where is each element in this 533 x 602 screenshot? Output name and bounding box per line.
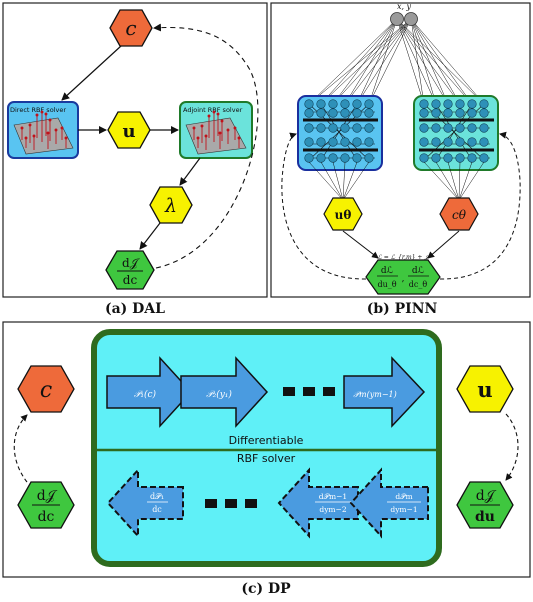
b-loss-label: ℒ = ℒ_{r,m} + 𝒥 bbox=[378, 254, 432, 261]
b-grad-u-den: du_θ bbox=[377, 280, 396, 289]
a-u-node: u bbox=[107, 111, 151, 149]
c-u-node: u bbox=[456, 365, 514, 413]
c-backward-op-m-num: d𝒫m bbox=[395, 492, 412, 501]
b-u-network bbox=[297, 95, 383, 171]
c-grad-c-den: dc bbox=[38, 509, 55, 525]
b-u-theta-label: uθ bbox=[335, 208, 352, 222]
a-adjoint-solver-box: Adjoint RBF solver bbox=[179, 101, 253, 159]
a-direct-spikes bbox=[20, 110, 68, 150]
a-direct-solver-box: Direct RBF solver bbox=[7, 101, 79, 159]
a-direct-domain-surface bbox=[13, 117, 74, 155]
panel-c-dp: c d𝒥 dc u d𝒥 du Differentiable RBF solve… bbox=[2, 321, 531, 597]
c-c-node: c bbox=[17, 365, 75, 413]
c-dashed-u-to-grad bbox=[505, 413, 519, 481]
b-grad-c-den: dc_θ bbox=[409, 280, 428, 289]
c-differentiable-label: Differentiable bbox=[229, 434, 304, 447]
a-arrow-c-to-direct bbox=[61, 45, 122, 101]
a-dashed-update-arrow bbox=[153, 23, 259, 269]
c-grad-u-num: d𝒥 bbox=[476, 488, 497, 504]
b-arrow-c-to-grad bbox=[427, 230, 460, 259]
c-forward-ellipsis bbox=[283, 387, 335, 396]
b-c-theta-label: cθ bbox=[452, 208, 467, 222]
a-adjoint-spikes bbox=[192, 110, 241, 150]
a-direct-solver-label: Direct RBF solver bbox=[10, 106, 66, 114]
b-dashed-update-u bbox=[281, 132, 367, 280]
a-grad-numerator: d𝒥 bbox=[122, 256, 141, 270]
a-adjoint-solver-label: Adjoint RBF solver bbox=[183, 106, 243, 114]
c-backward-op-m-1-num: d𝒫m−1 bbox=[319, 492, 347, 501]
b-input-connections bbox=[308, 18, 485, 105]
c-backward-op-m: d𝒫m dym−1 bbox=[349, 467, 429, 539]
c-forward-op-1-label: 𝒫₁(c) bbox=[134, 389, 157, 400]
c-forward-op-1: 𝒫₁(c) bbox=[106, 356, 193, 428]
c-backward-op-1-den: dc bbox=[152, 505, 162, 514]
c-backward-op-m-1: d𝒫m−1 dym−2 bbox=[277, 467, 359, 539]
b-c-network bbox=[413, 95, 499, 171]
c-forward-op-2: 𝒫₂(y₁) bbox=[180, 356, 269, 428]
c-forward-op-2-label: 𝒫₂(y₁) bbox=[206, 389, 232, 400]
b-grad-sep: , bbox=[402, 274, 405, 284]
c-backward-op-1: d𝒫₁ dc bbox=[106, 467, 184, 539]
c-solver-container bbox=[91, 329, 442, 567]
a-caption: (a) DAL bbox=[105, 301, 165, 317]
panel-a-dal: c Direct RBF solver bbox=[2, 2, 268, 317]
b-u-theta-node: uθ bbox=[323, 197, 363, 231]
a-arrow-lambda-to-grad bbox=[139, 222, 161, 250]
a-grad-denominator: dc bbox=[123, 273, 138, 287]
b-arrow-u-to-grad bbox=[342, 230, 379, 259]
c-grad-u-den: du bbox=[475, 509, 495, 525]
c-forward-op-m-label: 𝒫m(ym−1) bbox=[353, 390, 397, 399]
c-grad-c-num: d𝒥 bbox=[37, 488, 58, 504]
b-input-x-node bbox=[390, 12, 404, 26]
a-c-label: c bbox=[125, 16, 136, 40]
b-dashed-update-c bbox=[439, 131, 521, 280]
b-output-connections bbox=[308, 161, 485, 201]
b-input-y-node bbox=[404, 12, 418, 26]
c-dashed-grad-to-c bbox=[13, 414, 28, 483]
c-u-label: u bbox=[477, 377, 492, 402]
panel-b-pinn: x, y bbox=[270, 2, 531, 317]
b-grad-u-num: dℒ bbox=[381, 266, 394, 276]
b-gradient-node: dℒ du_θ , dℒ dc_θ bbox=[365, 259, 441, 295]
a-gradient-node: d𝒥 dc bbox=[105, 250, 155, 290]
c-rbf-solver-label: RBF solver bbox=[237, 452, 296, 465]
c-forward-op-m: 𝒫m(ym−1) bbox=[343, 356, 426, 428]
c-backward-op-m-1-den: dym−2 bbox=[319, 505, 346, 514]
c-backward-op-1-num: d𝒫₁ bbox=[150, 492, 164, 501]
a-u-label: u bbox=[122, 121, 135, 142]
c-c-label: c bbox=[40, 378, 52, 403]
a-lambda-node: λ bbox=[149, 186, 193, 224]
c-backward-op-m-den: dym−1 bbox=[390, 505, 417, 514]
b-c-theta-node: cθ bbox=[439, 197, 479, 231]
a-arrow-adjoint-to-lambda bbox=[179, 157, 201, 186]
c-grad-c-node: d𝒥 dc bbox=[17, 481, 75, 529]
a-lambda-label: λ bbox=[164, 195, 177, 217]
b-caption: (b) PINN bbox=[367, 301, 438, 317]
c-caption: (c) DP bbox=[241, 581, 291, 597]
a-c-node: c bbox=[109, 9, 153, 47]
b-inputs-label: x, y bbox=[397, 2, 412, 11]
b-grad-c-num: dℒ bbox=[412, 266, 425, 276]
c-grad-u-node: d𝒥 du bbox=[456, 481, 514, 529]
c-backward-ellipsis bbox=[205, 499, 257, 508]
